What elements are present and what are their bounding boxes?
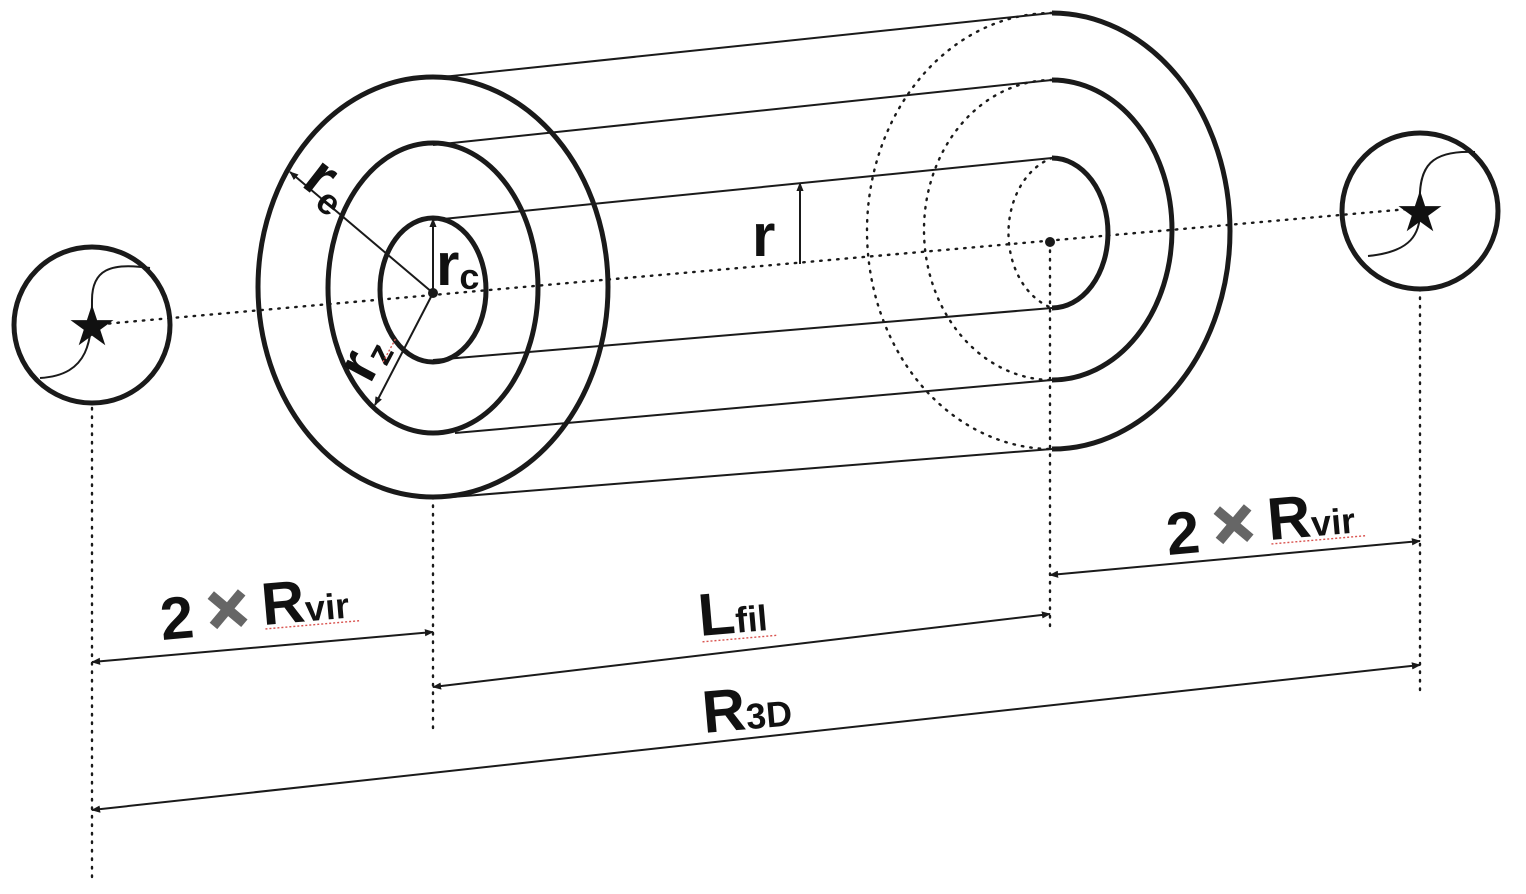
svg-text:Lfil: Lfil	[695, 576, 769, 649]
rvir-right-dimension	[1049, 538, 1421, 578]
far-outer-arc	[1051, 10, 1233, 452]
near-inner-ring	[377, 215, 489, 365]
r-label: r	[752, 202, 775, 269]
outer-top-edge	[432, 12, 1053, 79]
r3d-dimension	[91, 662, 1421, 813]
far-end-dotted-rings	[865, 11, 1054, 451]
star-icon: ★	[67, 294, 117, 359]
filament-axis	[90, 206, 1422, 327]
re-arrow	[289, 171, 434, 294]
far-middle-arc	[1051, 77, 1175, 383]
left-halo-curve	[39, 265, 151, 379]
right-halo-curve	[1367, 150, 1476, 257]
far-inner-dotted-arc	[1007, 156, 1054, 310]
rvir-right-label: 2 Rvir	[1163, 479, 1366, 568]
left-halo-circle	[11, 244, 173, 406]
far-inner-arc	[1051, 155, 1111, 311]
rvir-left-dimension	[91, 629, 434, 665]
rz-arrow	[374, 292, 434, 406]
rz-underline	[382, 337, 397, 363]
outer-bottom-edge	[451, 448, 1053, 498]
rvir-right-factor: 2	[1163, 498, 1202, 568]
far-end-rings	[1051, 10, 1233, 452]
far-outer-dotted-arc	[865, 11, 1054, 451]
star-icon: ★	[1395, 180, 1445, 245]
middle-top-edge	[432, 79, 1053, 146]
far-middle-dotted-arc	[922, 78, 1054, 382]
near-middle-ring	[325, 140, 541, 436]
svg-text:R3D: R3D	[699, 671, 794, 746]
cylinder-edges	[432, 12, 1053, 498]
middle-bottom-edge	[454, 379, 1053, 434]
lfil-label: Lfil	[695, 576, 779, 649]
r3d-label: R3D	[699, 671, 794, 746]
re-label: re	[290, 142, 367, 224]
times-icon	[207, 589, 248, 630]
rc-label: rc	[436, 231, 479, 298]
rvir-left-symbol: Rvir	[258, 564, 351, 638]
dimension-arrows	[91, 538, 1421, 813]
right-halo: ★	[1339, 130, 1501, 292]
left-halo: ★	[11, 244, 173, 406]
times-icon	[1213, 504, 1254, 545]
inner-top-edge	[432, 157, 1053, 221]
rvir-right-symbol: Rvir	[1264, 479, 1357, 553]
inner-bottom-edge	[432, 307, 1053, 361]
rvir-left-label: 2 Rvir	[157, 564, 360, 653]
rvir-left-factor: 2	[157, 583, 196, 653]
